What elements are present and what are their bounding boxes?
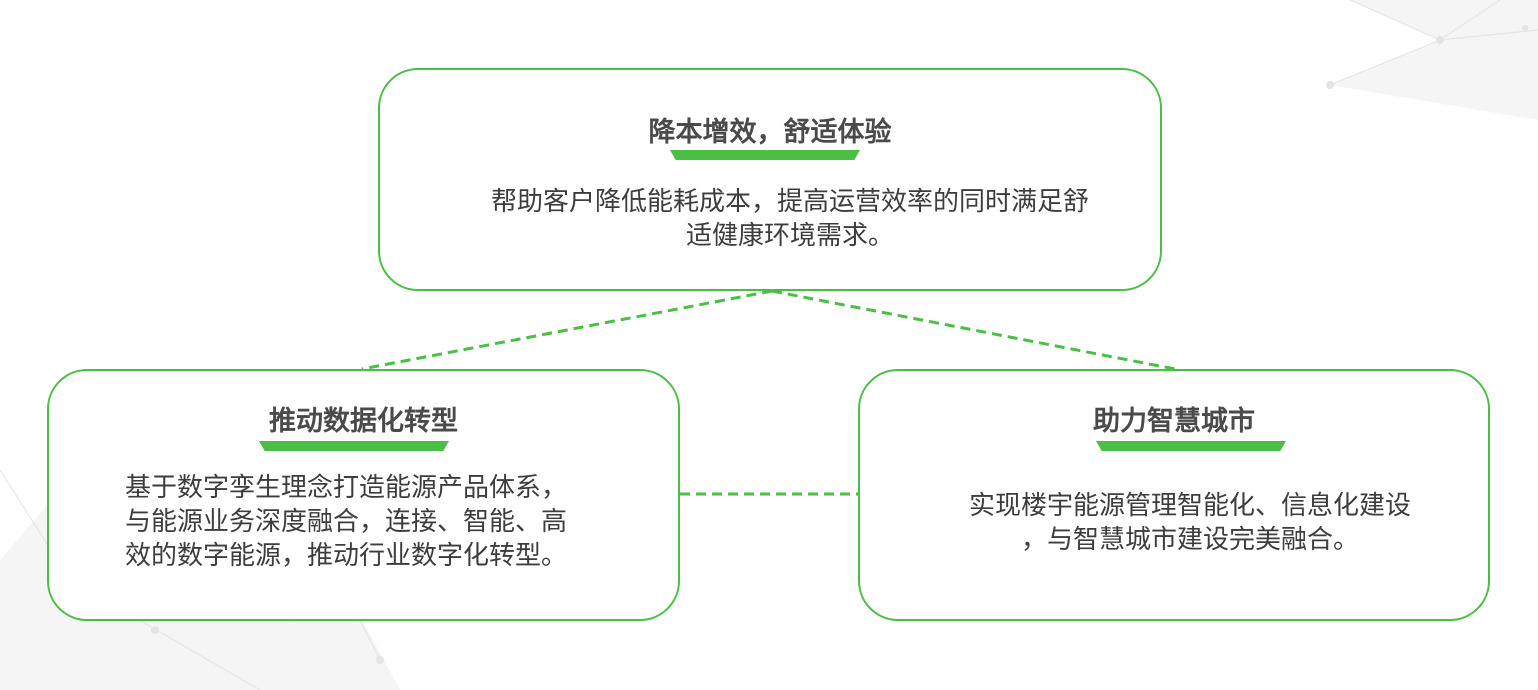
title-underline [259, 441, 449, 451]
card-digital-transformation: 推动数据化转型 基于数字孪生理念打造能源产品体系， 与能源业务深度融合，连接、智… [47, 369, 680, 621]
card-body: 帮助客户降低能耗成本，提高运营效率的同时满足舒 适健康环境需求。 [440, 185, 1140, 253]
card-body-line: 与能源业务深度融合，连接、智能、高 [125, 507, 568, 537]
connector-top-right [771, 289, 1176, 371]
card-title: 助力智慧城市 [1093, 406, 1255, 437]
card-body-line: 帮助客户降低能耗成本，提高运营效率的同时满足舒 [490, 187, 1089, 217]
title-underline [670, 150, 860, 160]
card-body-line: 实现楼宇能源管理智能化、信息化建设 [968, 491, 1411, 521]
card-cost-efficiency: 降本增效，舒适体验 帮助客户降低能耗成本，提高运营效率的同时满足舒 适健康环境需… [378, 68, 1162, 291]
card-body: 实现楼宇能源管理智能化、信息化建设 ，与智慧城市建设完美融合。 [940, 489, 1440, 557]
card-body-line: ，与智慧城市建设完美融合。 [1020, 525, 1359, 555]
card-smart-city: 助力智慧城市 实现楼宇能源管理智能化、信息化建设 ，与智慧城市建设完美融合。 [858, 369, 1490, 621]
card-title: 推动数据化转型 [269, 406, 458, 437]
card-body: 基于数字孪生理念打造能源产品体系， 与能源业务深度融合，连接、智能、高 效的数字… [125, 471, 625, 573]
card-title: 降本增效，舒适体验 [648, 117, 892, 148]
title-underline [1096, 441, 1286, 451]
connector-top-left [361, 289, 773, 371]
card-body-line: 效的数字能源，推动行业数字化转型。 [125, 541, 568, 571]
card-body-line: 基于数字孪生理念打造能源产品体系， [125, 473, 568, 503]
card-body-line: 适健康环境需求。 [685, 221, 894, 251]
